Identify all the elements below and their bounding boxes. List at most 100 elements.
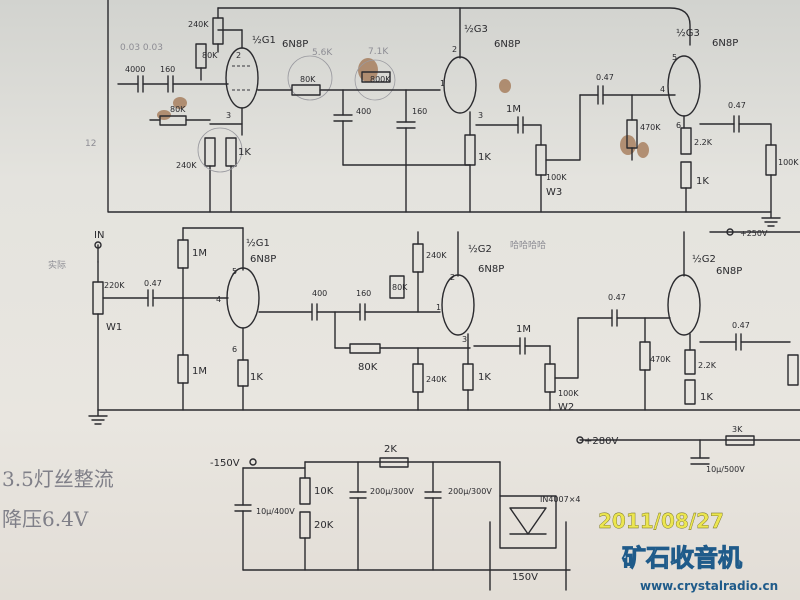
label-r-80k-bot: 80K xyxy=(358,362,378,373)
label-pot-220k: 220K xyxy=(104,281,125,290)
power-labels: -150V 2K 10K 20K 10μ/400V 200μ/300V 200μ… xyxy=(210,444,581,583)
label-r-22k-top: 2.2K xyxy=(694,138,713,147)
label-r-80k-mid: 80K xyxy=(300,75,316,84)
label-tube-v2-top-type: 6N8P xyxy=(494,39,520,50)
label-tube-v1-bot-type: 6N8P xyxy=(250,254,276,265)
label-pencil-values: 0.03 0.03 xyxy=(120,43,163,53)
label-pin-4-bot: 4 xyxy=(216,295,221,304)
label-tube-v2-bot-type: 6N8P xyxy=(478,264,504,275)
label-pin-5-bot: 5 xyxy=(232,267,237,276)
label-cap-4000: 4000 xyxy=(125,65,145,74)
label-r-470k-bot: 470K xyxy=(650,355,671,364)
label-r-1k-bot: 1K xyxy=(250,372,263,383)
handwritten-line-1: 3.5灯丝整流 xyxy=(2,467,114,491)
label-r-1k-v3-bot: 1K xyxy=(700,392,713,403)
pencil-note-top: 哈哈哈哈 xyxy=(510,239,546,251)
label-r-470k-top: 470K xyxy=(640,123,661,132)
label-cap-047-bot-out: 0.47 xyxy=(732,321,750,330)
label-cap-400-top: 400 xyxy=(356,107,371,116)
label-cap-047-top-in: 0.47 xyxy=(596,73,614,82)
label-tube-v3-top-type: 6N8P xyxy=(712,38,738,49)
label-pin-3-v2: 3 xyxy=(478,111,483,120)
label-tube-v3-bot: ½G2 xyxy=(692,253,716,265)
label-r-240k-top: 240K xyxy=(188,20,209,29)
label-pin-3-bot: 3 xyxy=(462,335,467,344)
label-pin-1-bot: 1 xyxy=(436,303,441,312)
label-pot-w1: W1 xyxy=(106,322,122,333)
pencil-note-left: 实际 xyxy=(48,259,66,271)
label-pot-100k-top: 100K xyxy=(546,173,567,182)
label-r-2k: 2K xyxy=(384,444,397,455)
label-r-5-6k-pencil: 5.6K xyxy=(312,48,333,58)
label-cap-1m-bot: 1M xyxy=(516,324,531,335)
label-pin-4-v3: 4 xyxy=(660,85,665,94)
label-cap-200u-b: 200μ/300V xyxy=(448,487,492,496)
label-cap-400-bot: 400 xyxy=(312,289,327,298)
label-r-800k: 800K xyxy=(370,75,391,84)
label-r-7-1k-pencil: 7.1K xyxy=(368,47,389,57)
label-r-22k-bot: 2.2K xyxy=(698,361,717,370)
label-tube-v1-bot: ½G1 xyxy=(246,237,270,249)
watermark: 2011/08/27 矿石收音机 www.crystalradio.cn xyxy=(598,509,778,593)
label-cap-160-bot: 160 xyxy=(356,289,371,298)
label-cap-047-bot-in: 0.47 xyxy=(608,293,626,302)
label-pin-6-v3: 6 xyxy=(676,121,681,130)
label-rect-150v: 150V xyxy=(512,572,538,583)
watermark-site-url: www.crystalradio.cn xyxy=(640,579,778,593)
label-r-240k-bot-plate: 240K xyxy=(426,251,447,260)
label-neg-150v: -150V xyxy=(210,458,240,469)
paper-stains xyxy=(157,58,649,158)
label-r-80k-grid: 80K xyxy=(170,105,186,114)
label-cap-10u-400v: 10μ/400V xyxy=(256,507,295,516)
label-cap-160-mid: 160 xyxy=(412,107,427,116)
label-diode-label: IN4007×4 xyxy=(540,495,581,504)
label-b-plus-280: +280V xyxy=(584,436,618,447)
label-pin-6-bot: 6 xyxy=(232,345,237,354)
lower-labels: IN 220K 0.47 W1 1M 1M ½G1 6N8P 5 4 6 1K … xyxy=(94,230,750,474)
label-r-80k-bot-box: 80K xyxy=(392,283,408,292)
label-pin-2-top: 2 xyxy=(236,51,241,60)
label-pot-w3: W3 xyxy=(546,187,562,198)
label-r-1k-cath-top: 1K xyxy=(238,147,251,158)
label-pin-5-v3: 5 xyxy=(672,53,677,62)
label-r-20k: 20K xyxy=(314,520,334,531)
label-pin-2-v2: 2 xyxy=(452,45,457,54)
handwritten-notes: 3.5灯丝整流 降压6.4V 哈哈哈哈 实际 xyxy=(2,239,546,531)
label-cap-047-in: 0.47 xyxy=(144,279,162,288)
label-tube-v2-bot: ½G2 xyxy=(468,243,492,255)
handwritten-line-2: 降压6.4V xyxy=(2,507,89,531)
label-pin-3-top: 3 xyxy=(226,111,231,120)
label-r-1k-v2: 1K xyxy=(478,152,491,163)
upper-channel xyxy=(107,0,800,236)
upper-labels: 240K 80K ½G1 6N8P 2 4000 160 80K 0.03 0.… xyxy=(85,20,799,238)
label-r-100k-right: 100K xyxy=(778,158,799,167)
label-pot-100k-bot: 100K xyxy=(558,389,579,398)
label-b-plus-top: +250V xyxy=(740,229,768,238)
label-pin-2-bot: 2 xyxy=(450,273,455,282)
power-supply xyxy=(234,457,571,591)
label-r-240k-bot-grid: 240K xyxy=(426,375,447,384)
label-cap-10u: 10μ/500V xyxy=(706,465,745,474)
label-r-240k-cath: 240K xyxy=(176,161,197,170)
label-r-80k-top: 80K xyxy=(202,51,218,60)
label-tube-v3-top: ½G3 xyxy=(676,27,700,39)
date-stamp: 2011/08/27 xyxy=(598,509,724,533)
label-cap-047-top-out: 0.47 xyxy=(728,101,746,110)
label-in: IN xyxy=(94,230,104,241)
label-cap-200u-a: 200μ/300V xyxy=(370,487,414,496)
label-r-1m-low: 1M xyxy=(192,366,207,377)
label-ref-12: 12 xyxy=(85,139,96,149)
label-tube-v3-bot-type: 6N8P xyxy=(716,266,742,277)
label-r-3k: 3K xyxy=(732,425,743,434)
watermark-site-cn: 矿石收音机 xyxy=(622,544,742,572)
label-pot-10k: 10K xyxy=(314,486,334,497)
label-tube-v2-top: ½G3 xyxy=(464,23,488,35)
label-tube-v1-top-type: 6N8P xyxy=(282,39,308,50)
label-tube-v1-top: ½G1 xyxy=(252,34,276,46)
label-r-1m-grid: 1M xyxy=(192,248,207,259)
label-r-1k-v2-bot: 1K xyxy=(478,372,491,383)
label-pin-1-v2: 1 xyxy=(440,79,445,88)
label-cap-1m-top: 1M xyxy=(506,104,521,115)
